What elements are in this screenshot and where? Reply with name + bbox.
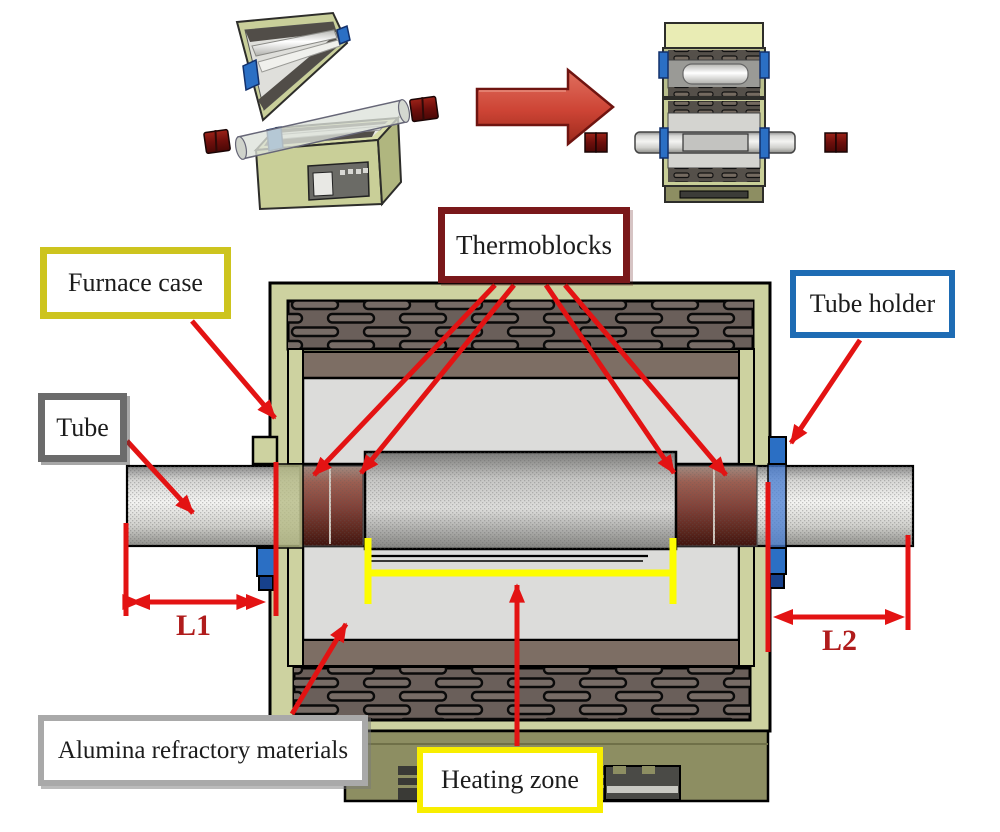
heating-zone-label: Heating zone: [417, 747, 603, 813]
thermoblock-arrow-3: [543, 283, 677, 475]
left-wall-pillar: [287, 348, 304, 465]
control-panel: [307, 161, 370, 201]
tube-holder-left: [256, 547, 276, 591]
closed-furnace-illustration: [584, 22, 848, 203]
top-refractory-brick: [286, 299, 755, 351]
tube-holder-label-text: Tube holder: [809, 289, 936, 318]
dimension-l1-arrow: [130, 594, 266, 610]
bottom-liner-band: [302, 639, 740, 667]
thermoblock-arrow-2: [359, 283, 516, 475]
alumina-arrow: [289, 622, 349, 716]
transition-arrow: [475, 67, 615, 147]
left-case-step: [251, 435, 279, 466]
tube-holder-right: [767, 436, 787, 589]
dimension-l1-text: L1: [176, 609, 212, 642]
right-wall-pillar: [738, 348, 755, 465]
base-connector-panel: [604, 765, 681, 801]
dimension-l2-arrow: [773, 609, 905, 625]
alumina-refractory-label: Alumina refractory materials: [38, 715, 368, 786]
top-liner-band: [302, 351, 740, 379]
lid-clamp-blue: [242, 58, 260, 92]
heating-zone-label-text: Heating zone: [441, 765, 579, 794]
left-wall-over-tube: [276, 463, 304, 549]
closed-cap-right: [824, 132, 848, 153]
thermoblocks-label: Thermoblocks: [438, 207, 630, 283]
open-furnace-illustration: [203, 11, 439, 211]
tube-arrow: [125, 439, 195, 515]
furnace-case-label: Furnace case: [40, 247, 231, 319]
tube-label-text: Tube: [56, 412, 109, 442]
tube-holder-arrow: [788, 338, 863, 445]
callout-arrows: [125, 283, 863, 746]
furnace-case-arrow: [190, 319, 277, 420]
tube-label: Tube: [38, 393, 127, 462]
tube-end-cap-left: [203, 128, 231, 155]
tube-end-cap-right: [409, 95, 439, 123]
thermoblock-arrow-1: [312, 283, 497, 477]
thermoblock-arrow-4: [563, 283, 728, 477]
dimension-l2: [765, 482, 911, 652]
heating-zone-tube-section: [363, 450, 678, 562]
thermoblock-left-pair: [299, 465, 364, 547]
furnace-case-label-text: Furnace case: [68, 268, 203, 297]
thermoblock-right-pair: [675, 465, 758, 547]
dimension-l2-text: L2: [822, 624, 858, 657]
tube-holder-label: Tube holder: [790, 270, 955, 338]
right-holder-ring-over-tube: [767, 463, 787, 549]
bottom-refractory-brick: [292, 666, 752, 722]
glass-tube: [234, 99, 411, 160]
left-wall-pillar-bottom: [287, 545, 304, 667]
heating-zone-bracket: [364, 538, 677, 604]
right-wall-pillar-bottom: [738, 545, 755, 667]
closed-cap-left: [584, 132, 608, 153]
alumina-refractory-label-text: Alumina refractory materials: [57, 737, 349, 764]
thermoblocks-label-text: Thermoblocks: [456, 229, 612, 260]
